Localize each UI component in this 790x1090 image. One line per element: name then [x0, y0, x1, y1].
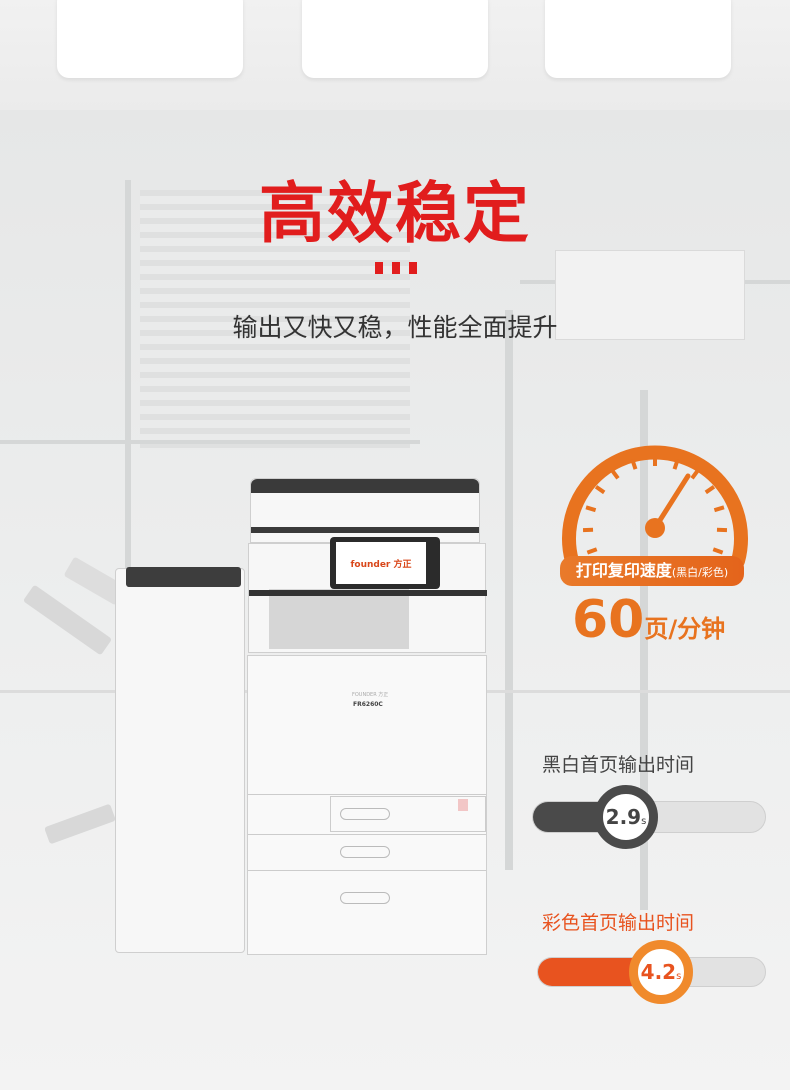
gauge-tick — [585, 505, 597, 513]
bw-unit: s — [641, 815, 647, 827]
gauge-tick — [704, 485, 716, 495]
gauge-label: 打印复印速度(黑白/彩色) — [560, 556, 744, 586]
color-unit: s — [676, 970, 682, 982]
document-feeder — [250, 478, 480, 543]
screen-logo: founder 方正 — [336, 542, 426, 584]
gauge-label-note: (黑白/彩色) — [671, 566, 729, 579]
gauge-label-text: 打印复印速度 — [575, 561, 672, 580]
top-card-strip — [0, 0, 790, 110]
feature-card — [545, 0, 731, 78]
speed-unit: 页/分钟 — [644, 615, 726, 643]
gauge-tick — [586, 547, 598, 555]
speed-readout: 60页/分钟 — [572, 590, 725, 650]
speed-value: 60 — [572, 590, 645, 650]
gauge-tick — [712, 547, 724, 555]
feature-card — [302, 0, 488, 78]
bw-first-page-label: 黑白首页输出时间 — [542, 754, 695, 776]
bw-value: 2.9 — [605, 805, 642, 829]
touch-screen: founder 方正 — [330, 537, 440, 589]
gauge-tick — [672, 459, 680, 470]
color-value: 4.2 — [640, 960, 677, 984]
gauge-tick — [594, 485, 606, 495]
speedometer-icon — [562, 445, 748, 566]
gauge-tick — [630, 459, 638, 470]
color-first-page-label: 彩色首页输出时间 — [542, 912, 695, 934]
output-trays — [20, 556, 127, 855]
scanner-unit — [248, 543, 487, 653]
finisher-unit — [115, 567, 245, 953]
feature-card — [57, 0, 243, 78]
gauge-tick — [610, 469, 620, 480]
gauge-tick — [690, 469, 700, 480]
model-label: FR6260C — [353, 701, 383, 708]
section-title: 高效稳定 — [259, 175, 531, 252]
printer-body: FOUNDER 方正 FR6260C — [247, 655, 487, 955]
title-decoration — [375, 262, 417, 274]
gauge-tick — [713, 505, 725, 513]
brand-label: FOUNDER 方正 — [352, 692, 389, 698]
section-subtitle: 输出又快又稳，性能全面提升 — [232, 313, 558, 342]
